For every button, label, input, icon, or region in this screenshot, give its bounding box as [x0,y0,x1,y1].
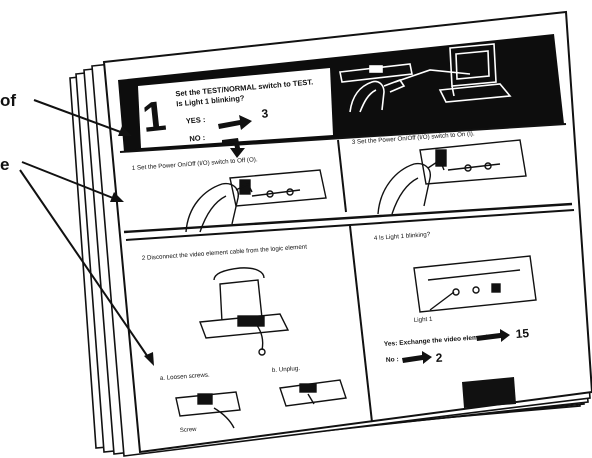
no-label: NO : [189,133,206,143]
yes-label: YES : [185,115,205,126]
panel-d-no: No : [386,356,399,364]
callout-label-top: of [0,91,16,110]
screw-label: Screw [180,427,198,434]
callout-label-mid: e [0,155,9,174]
panel-d-no-target: 2 [435,351,443,365]
panel-d-yes-target: 15 [515,326,530,341]
page-tab [462,377,516,408]
light-label: Light 1 [414,316,434,324]
step-number: 1 [140,92,168,141]
